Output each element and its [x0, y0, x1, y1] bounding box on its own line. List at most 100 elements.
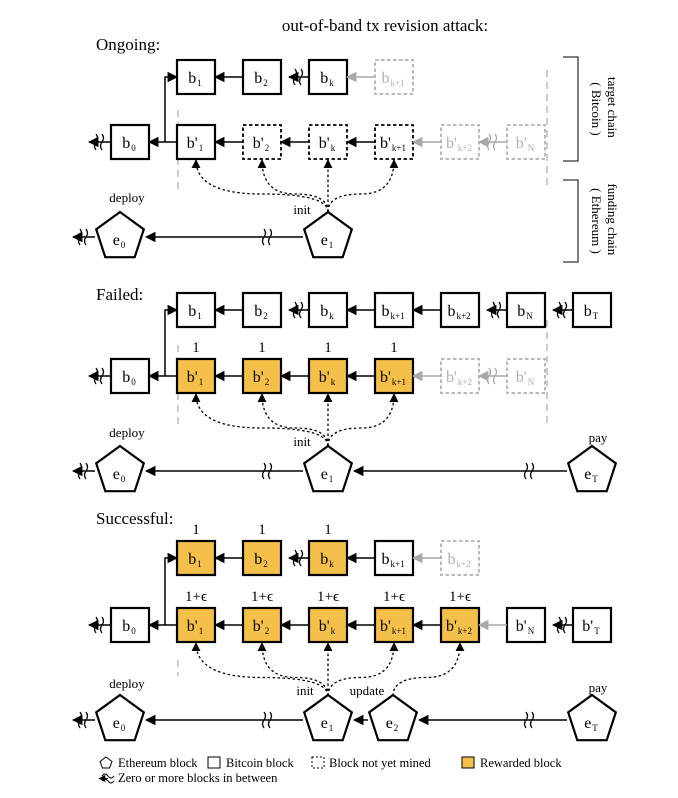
fork-arrow: [164, 304, 179, 376]
success-eth-block-0-label: e0: [113, 715, 126, 733]
failed-top-block-1: b2: [241, 291, 283, 329]
failed-bottom-block-0-main: b: [122, 369, 130, 386]
failed-top-block-6-main: b: [584, 303, 592, 320]
success-top-block-2-reward: 1: [324, 522, 332, 538]
success-top-block-1-reward: 1: [258, 522, 266, 538]
success-bottom-block-5-box: [439, 606, 481, 644]
funding-chain-label: funding chain ( Ethereum ): [589, 183, 620, 258]
failed-bottom-block-5-label: b'k+2: [446, 369, 472, 387]
ongoing-bottom-block-4-sub: k+1: [392, 143, 406, 153]
failed-bottom-block-3: b'k 1: [307, 340, 349, 395]
failed-bottom-block-0: b0: [109, 357, 151, 395]
failed-top-block-1-main: b: [254, 303, 262, 320]
ongoing-init-label: init: [293, 202, 311, 217]
ongoing-bottom-block-4: b'k+1: [374, 124, 414, 160]
legend-ethereum-label: Ethereum block: [118, 756, 198, 770]
failed-eth-block-0-main: e: [113, 466, 120, 483]
failed-bottom-block-1-sub: 1: [199, 377, 204, 387]
success-bottom-block-1: b'11+ϵ: [175, 589, 217, 644]
failed-bottom-block-3-reward: 1: [324, 340, 332, 356]
ongoing-eth-block-0-main: e: [113, 232, 120, 249]
success-top-block-4-main: b: [447, 551, 455, 568]
failed-bottom-block-6: b'N: [506, 358, 546, 394]
failed-bottom-block-2: b'21: [241, 340, 283, 395]
ongoing-bottom-block-6-sub: N: [528, 143, 535, 153]
ongoing-bottom-block-5-box: [440, 124, 480, 160]
fork-arrow: [164, 552, 179, 625]
failed-bottom-block-2-sub: 2: [265, 377, 270, 387]
failed-bottom-block-2-main: b': [253, 369, 264, 386]
skip-icon: [93, 367, 105, 385]
ongoing-eth-block-1-shape: [302, 210, 354, 259]
failed-top-block-4-sub: k+2: [456, 311, 470, 321]
ongoing-bottom-block-0-label: b0: [122, 135, 136, 153]
ongoing-eth-block-0: e0: [94, 210, 146, 259]
ongoing-bottom-block-1-label: b'1: [187, 135, 203, 153]
success-eth-block-2-sub: 2: [394, 723, 399, 733]
ongoing-bottom-block-5-label: b'k+2: [446, 135, 472, 153]
failed-eth-block-2-shape: [566, 444, 618, 493]
success-update-label: update: [350, 683, 385, 698]
success-top-block-4-label: bk+2: [447, 551, 470, 569]
failed-bottom-block-2-label: b'2: [253, 369, 269, 387]
failed-eth-block-1-shape: [302, 444, 354, 493]
failed-eth-block-2-main: e: [584, 466, 591, 483]
skip-icon: [556, 616, 568, 634]
failed-top-block-6-label: bT: [584, 303, 599, 321]
success-top-block-1: b2 1: [241, 522, 283, 577]
diagram-title: out-of-band tx revision attack:: [282, 16, 488, 35]
failed-top-block-4-main: b: [447, 303, 455, 320]
failed-top-block-6-sub: T: [593, 311, 599, 321]
success-eth-block-0-main: e: [113, 715, 120, 732]
success-top-block-3-label: bk+1: [381, 551, 404, 569]
failed-eth-block-0-sub: 0: [121, 474, 126, 484]
success-eth-block-2: e2: [367, 693, 419, 742]
failed-top-block-3: bk+1: [373, 291, 415, 329]
success-top-block-1-label: b2: [254, 551, 268, 569]
tx-ref-arrow: [327, 393, 399, 447]
failed-top-block-3-main: b: [381, 303, 389, 320]
ongoing-bottom-block-3: b'k: [308, 124, 348, 160]
failed-top-block-5: bN: [505, 291, 547, 329]
failed-bottom-block-3-sub: k: [331, 377, 336, 387]
skip-icon: [486, 133, 498, 151]
success-top-block-4-sub: k+2: [456, 559, 470, 569]
failed-bottom-block-0-sub: 0: [131, 377, 136, 387]
failed-bottom-block-3-label: b'k: [319, 369, 336, 387]
success-top-block-3: bk+1: [373, 539, 415, 577]
failed-bottom-block-1-label: b'1: [187, 369, 203, 387]
failed-bottom-block-1-main: b': [187, 369, 198, 386]
ongoing-bottom-block-6-label: b'N: [516, 135, 535, 153]
skip-icon: [93, 616, 105, 634]
success-top-block-0-sub: 1: [197, 559, 202, 569]
failed-bottom-block-1: b'11: [175, 340, 217, 395]
failed-pay-label: pay: [589, 430, 608, 445]
ongoing-eth-block-1-sub: 1: [329, 240, 334, 250]
skip-icon: [261, 462, 273, 480]
success-eth-block-2-shape: [367, 693, 419, 742]
success-top-block-4: bk+2: [440, 540, 480, 576]
failed-init-label: init: [293, 434, 311, 449]
ongoing-top-block-3-main: b: [381, 70, 389, 87]
success-deploy-label: deploy: [109, 676, 145, 691]
failed-bottom-block-5-main: b': [446, 369, 457, 386]
ongoing-bottom-block-5: b'k+2: [440, 124, 480, 160]
failed-top-block-5-label: bN: [517, 303, 533, 321]
ongoing-deploy-label: deploy: [109, 190, 145, 205]
failed-top-block-2-main: b: [320, 303, 328, 320]
success-bottom-block-3-label: b'k: [319, 618, 336, 636]
success-top-block-1-main: b: [254, 551, 262, 568]
fork-arrow: [164, 71, 179, 142]
ongoing-top-block-2-label: bk: [320, 70, 334, 88]
ongoing-top-block-2: bk: [307, 58, 349, 96]
ongoing-top-block-0-label: b1: [188, 70, 202, 88]
success-bottom-block-0-sub: 0: [131, 626, 136, 636]
success-eth-block-2-main: e: [386, 715, 393, 732]
ongoing-top-block-0: b1: [175, 58, 217, 96]
success-bottom-block-5-label: b'k+2: [446, 618, 472, 636]
success-eth-block-0: e0: [94, 693, 146, 742]
ongoing-bottom-block-3-sub: k: [331, 143, 336, 153]
ongoing-top-block-1-label: b2: [254, 70, 268, 88]
success-eth-block-3-sub: T: [592, 723, 598, 733]
